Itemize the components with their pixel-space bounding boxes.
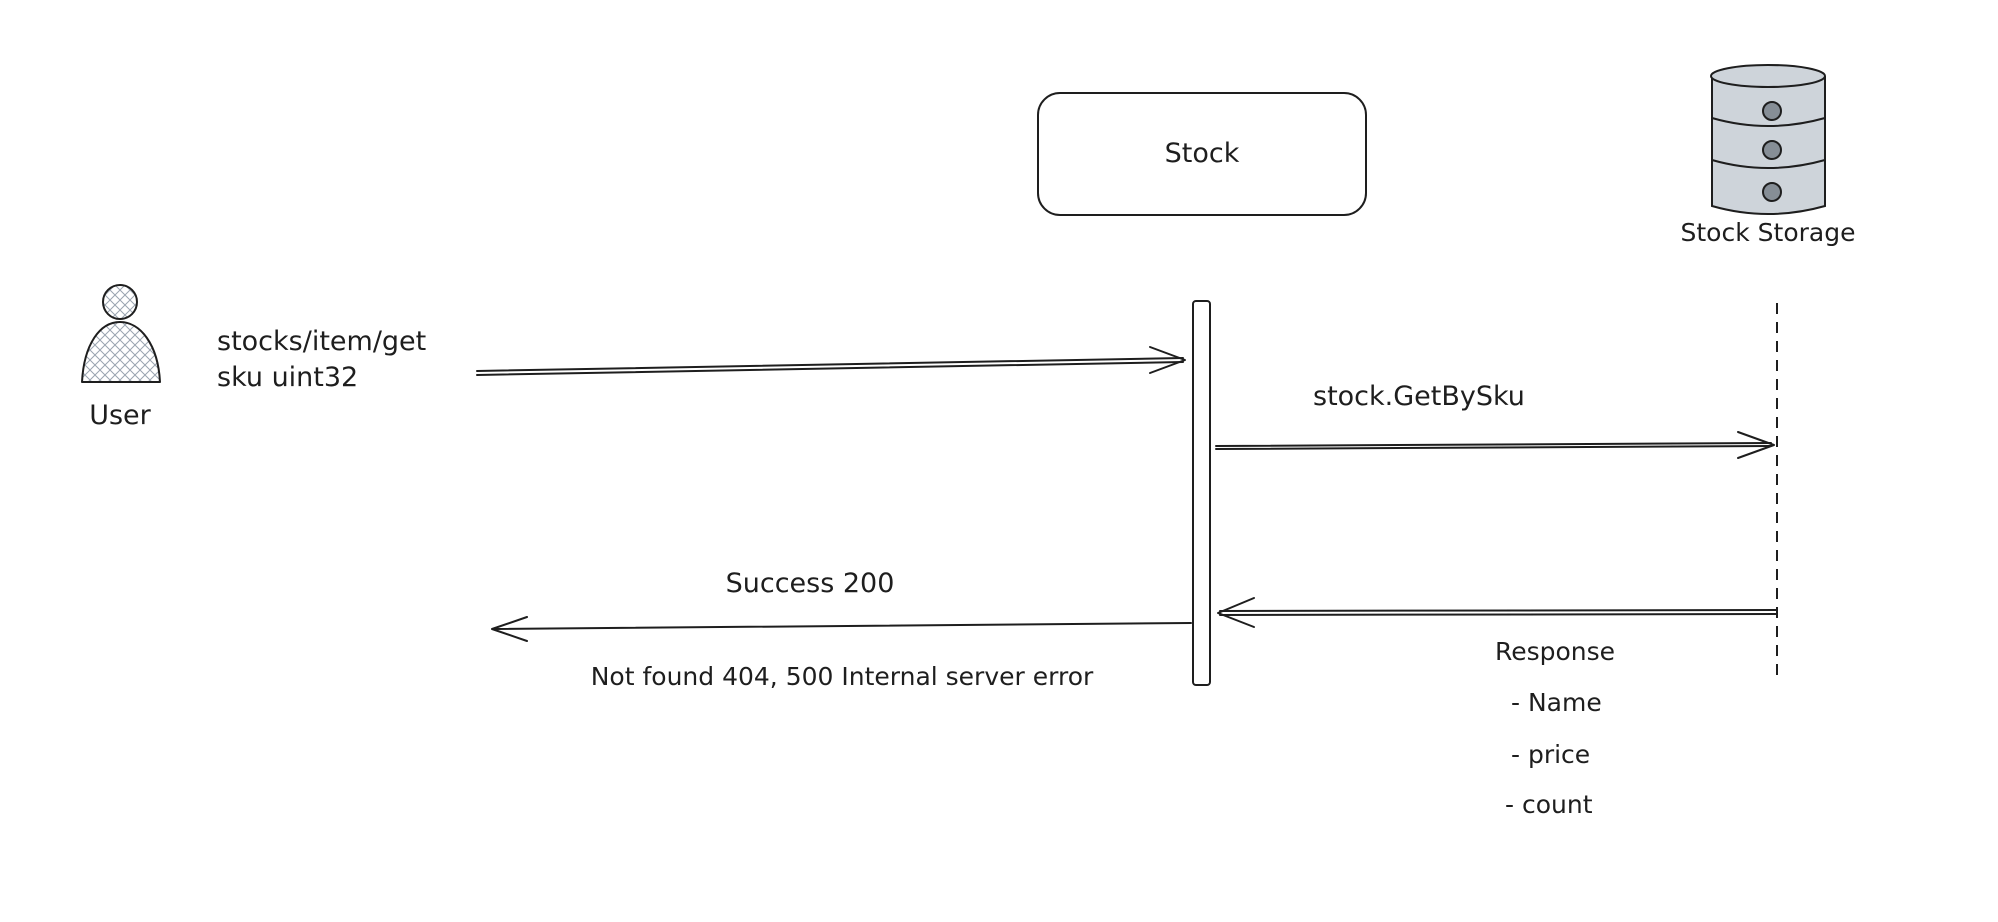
stock-activation-bar (1192, 300, 1211, 686)
request-label-line1: stocks/item/get (217, 326, 426, 357)
user-head-icon (102, 284, 138, 320)
stock-service-box (1037, 92, 1367, 216)
response-field-name: - Name (1511, 688, 1602, 717)
stock-service: Stock (1037, 92, 1367, 216)
error-label: Not found 404, 500 Internal server error (591, 662, 1094, 691)
user-body-icon (81, 321, 161, 383)
response-field-price: - price (1511, 740, 1590, 769)
request-arrow (476, 346, 1186, 376)
database-icon (1710, 64, 1826, 215)
user-actor: User (81, 284, 161, 431)
stock-storage-label: Stock Storage (1681, 218, 1856, 247)
stock-service-label: Stock (1165, 138, 1240, 169)
return-arrow (491, 616, 1192, 642)
response-field-count: - count (1505, 790, 1593, 819)
storage-response-arrow (1217, 597, 1778, 628)
storage-call-arrow (1215, 431, 1775, 459)
stock-storage: Stock Storage (1681, 64, 1856, 247)
request-label-line2: sku uint32 (217, 362, 358, 393)
storage-call-label: stock.GetBySku (1313, 381, 1525, 412)
success-label: Success 200 (726, 568, 895, 599)
user-label: User (89, 400, 151, 431)
response-title: Response (1495, 637, 1615, 666)
